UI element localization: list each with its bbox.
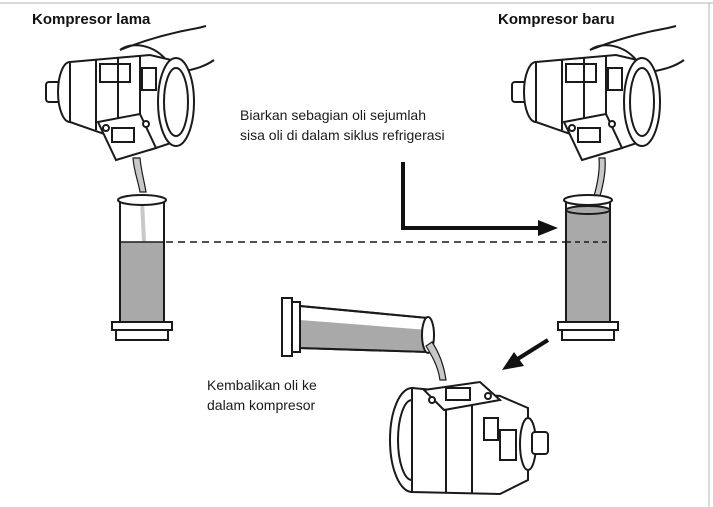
old-compressor-title: Kompresor lama — [32, 11, 151, 28]
new-measuring-cylinder-icon — [557, 194, 619, 341]
old-compressor-icon — [45, 25, 215, 162]
leave-oil-text-line2: sisa oli di dalam siklus refrigerasi — [240, 127, 445, 143]
elbow-arrow-icon — [401, 162, 558, 236]
pouring-cylinder-icon — [281, 297, 435, 357]
return-oil-text-line1: Kembalikan oli ke — [207, 377, 317, 393]
bottom-compressor-icon — [389, 380, 549, 496]
old-measuring-cylinder-icon — [111, 194, 173, 341]
new-compressor-icon — [511, 25, 685, 162]
old-oil-stream — [132, 157, 147, 193]
return-oil-text-line2: dalam kompresor — [207, 397, 315, 413]
new-compressor-title: Kompresor baru — [498, 11, 615, 28]
diagonal-arrow-icon — [502, 338, 550, 370]
new-oil-stream — [593, 157, 606, 197]
return-oil-stream — [425, 341, 447, 381]
leave-oil-text-line1: Biarkan sebagian oli sejumlah — [240, 107, 426, 123]
